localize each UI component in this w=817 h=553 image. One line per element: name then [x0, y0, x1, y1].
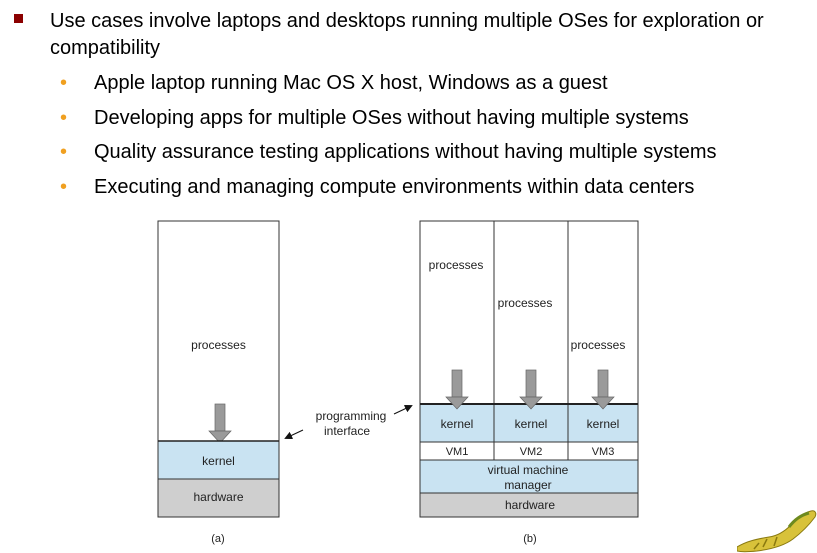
hardware-label-b: hardware	[505, 498, 555, 512]
processes-label: processes	[191, 338, 246, 352]
main-bullet-text: Use cases involve laptops and desktops r…	[50, 10, 764, 59]
vmm-label-line2: manager	[504, 478, 551, 492]
kernel-label-vm1: kernel	[441, 417, 474, 431]
caption-a: (a)	[211, 533, 224, 545]
down-arrow-icon	[208, 403, 232, 444]
down-arrow-icon	[591, 369, 615, 410]
arrow-left-icon	[284, 429, 304, 440]
hardware-box-b	[419, 492, 639, 518]
dinosaur-mascot-icon	[737, 510, 817, 553]
down-arrow-icon	[445, 369, 469, 410]
dot-bullet-icon: •	[60, 176, 68, 198]
square-bullet-icon	[14, 14, 23, 23]
processes-label-vm3: processes	[571, 338, 626, 352]
kernel-label-vm3: kernel	[587, 417, 620, 431]
diagram-a: processes kernel hardware (a)	[157, 220, 280, 545]
dot-bullet-icon: •	[60, 141, 68, 163]
dot-bullet-icon: •	[60, 72, 68, 94]
processes-label-vm1: processes	[429, 258, 484, 272]
kernel-box-vm3	[567, 403, 639, 443]
kernel-box	[157, 440, 280, 480]
arrow-right-icon	[393, 404, 413, 415]
kernel-label: kernel	[202, 454, 235, 468]
sub-bullet-text: Apple laptop running Mac OS X host, Wind…	[94, 72, 608, 94]
diagram-b: processes processes processes kernel ker…	[419, 220, 639, 545]
hardware-box	[157, 478, 280, 518]
interface-label-line2: interface	[324, 424, 370, 438]
interface-label-line1: programming	[316, 409, 387, 423]
hardware-label: hardware	[193, 490, 243, 504]
vm1-label: VM1	[446, 446, 469, 458]
sub-bullet-text: Executing and managing compute environme…	[94, 176, 695, 198]
processes-label-vm2: processes	[498, 296, 553, 310]
sub-bullet-text: Quality assurance testing applications w…	[94, 141, 717, 163]
vmm-box	[419, 459, 639, 494]
programming-interface: programming interface	[284, 404, 413, 440]
vm2-label: VM2	[520, 446, 543, 458]
sub-bullet-text: Developing apps for multiple OSes withou…	[94, 107, 689, 129]
vm3-label: VM3	[592, 446, 615, 458]
dot-bullet-icon: •	[60, 107, 68, 129]
caption-b: (b)	[523, 533, 536, 545]
vmm-label-line1: virtual machine	[488, 463, 569, 477]
kernel-label-vm2: kernel	[515, 417, 548, 431]
down-arrow-icon	[519, 369, 543, 410]
